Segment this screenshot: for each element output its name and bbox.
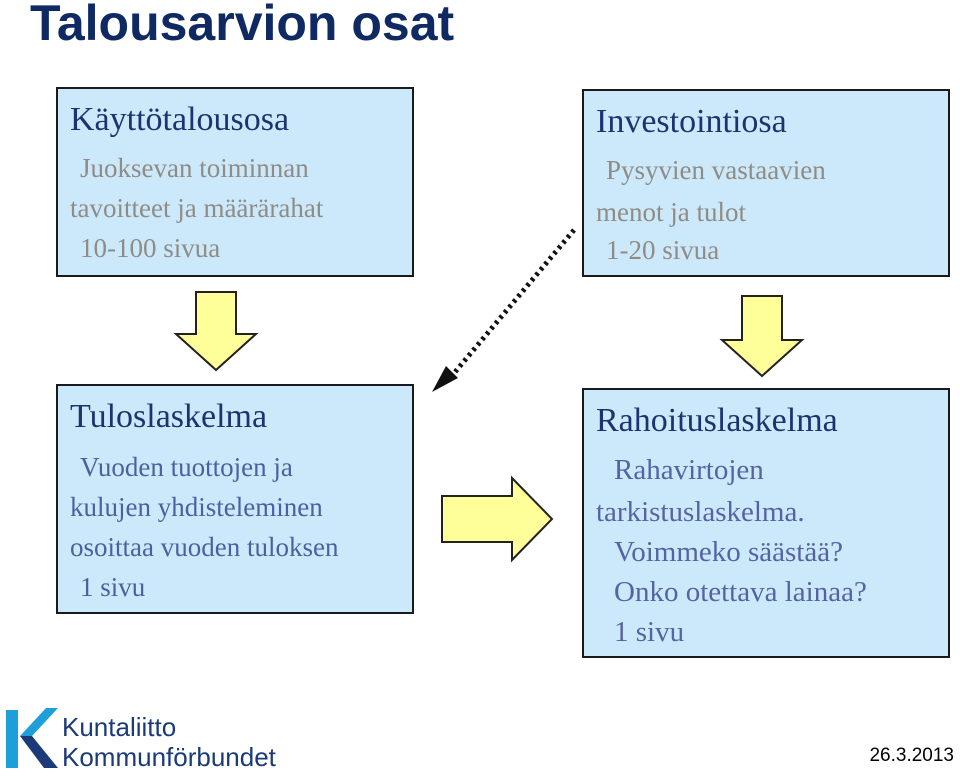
page-title: Talousarvion osat [30, 0, 455, 51]
rahoituslaskelma-line: 1 sivu [614, 616, 685, 648]
tuloslaskelma-line: Vuoden tuottojen ja [80, 452, 293, 482]
logo-k-icon [6, 708, 58, 768]
tuloslaskelma-heading: Tuloslaskelma [70, 398, 268, 435]
rahoituslaskelma-line: Voimmeko säästää? [614, 536, 843, 568]
right-arrow [441, 475, 554, 563]
kayttotalous-line: 10-100 sivua [80, 233, 221, 263]
investointi-line: Pysyvien vastaavien [606, 155, 826, 185]
tuloslaskelma-line: osoittaa vuoden tuloksen [70, 532, 339, 562]
kayttotalous-box: Käyttötalousosa Juoksevan toiminnan tavo… [56, 87, 414, 277]
kayttotalous-heading: Käyttötalousosa [70, 101, 290, 138]
tuloslaskelma-line: kulujen yhdisteleminen [70, 492, 323, 522]
rahoituslaskelma-heading: Rahoituslaskelma [596, 402, 838, 439]
investointi-heading: Investointiosa [596, 103, 787, 140]
rahoituslaskelma-box: Rahoituslaskelma Rahavirtojen tarkistusl… [582, 388, 950, 658]
tuloslaskelma-box: Tuloslaskelma Vuoden tuottojen ja kuluje… [56, 384, 414, 614]
rahoituslaskelma-line: Rahavirtojen [614, 454, 764, 486]
down-arrow-left [173, 291, 259, 372]
investointi-line: 1-20 sivua [606, 235, 720, 265]
kayttotalous-line: Juoksevan toiminnan [80, 153, 309, 183]
kayttotalous-line: tavoitteet ja määrärahat [70, 193, 324, 223]
investointi-box: Investointiosa Pysyvien vastaavien menot… [582, 89, 950, 277]
down-arrow-right [719, 295, 805, 378]
rahoituslaskelma-line: tarkistuslaskelma. [596, 496, 805, 528]
date-label: 26.3.2013 [869, 745, 954, 766]
tuloslaskelma-line: 1 sivu [80, 572, 146, 602]
rahoituslaskelma-line: Onko otettava lainaa? [614, 576, 867, 608]
logo-line1: Kuntaliitto [62, 712, 177, 742]
logo-line2: Kommunförbundet [62, 742, 276, 772]
investointi-line: menot ja tulot [596, 197, 746, 227]
